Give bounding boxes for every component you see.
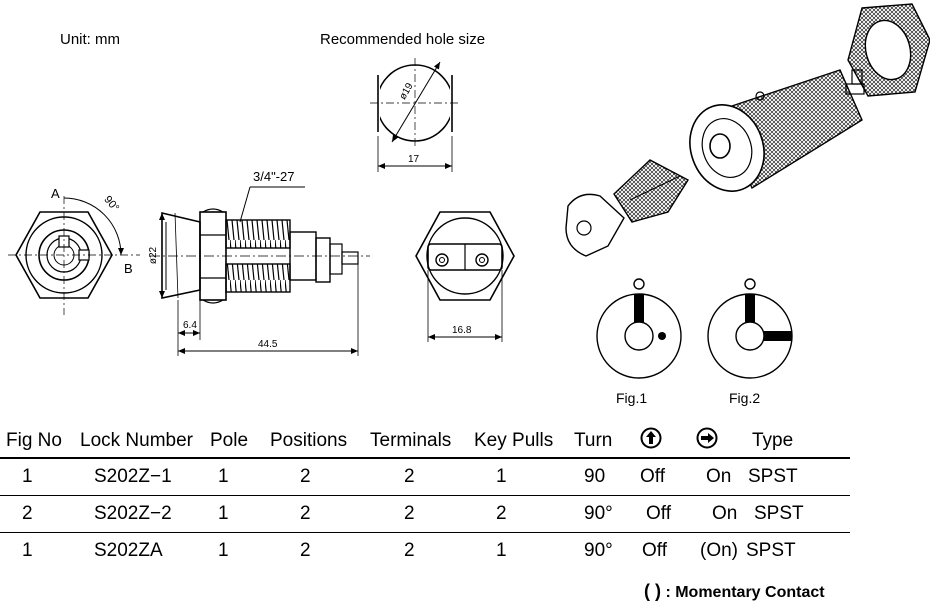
- col-turn: Turn: [568, 424, 634, 459]
- cell-terminals: 2: [364, 458, 468, 496]
- back-view-drawing: [415, 211, 515, 342]
- cell-fig-no: 1: [22, 540, 33, 561]
- cell-positions: 2: [264, 458, 364, 496]
- col-up-arrow: [634, 424, 690, 459]
- cell-terminals: 2: [404, 540, 415, 561]
- recommended-hole-label: Recommended hole size: [320, 31, 486, 48]
- cell-terminals: 2: [364, 495, 468, 533]
- fig1-diagram: [596, 278, 682, 379]
- circle-right-arrow-icon: [696, 427, 718, 448]
- cell-lock-number: S202ZA: [94, 540, 163, 561]
- cell-off: Off: [634, 458, 690, 496]
- col-pole: Pole: [204, 424, 264, 459]
- fig1-label: Fig.1: [616, 390, 648, 406]
- point-b-label: B: [124, 261, 133, 276]
- cell-fig-no: 2: [0, 495, 74, 533]
- cell-pole: 1: [204, 458, 264, 496]
- unit-label: Unit: mm: [60, 31, 120, 48]
- cell-positions: 2: [300, 540, 311, 561]
- cell-turn: 90: [568, 458, 634, 496]
- fig2-label: Fig.2: [729, 390, 761, 406]
- cell-lock-number: S202Z−1: [74, 458, 204, 496]
- hole-size-drawing: [370, 58, 460, 172]
- col-type: Type: [746, 424, 850, 459]
- col-terminals: Terminals: [364, 424, 468, 459]
- table-header-row: Fig No Lock Number Pole Positions Termin…: [0, 424, 850, 459]
- cell-on: (On): [700, 540, 738, 561]
- fig2-diagram: [707, 278, 793, 379]
- cell-type: SPST: [746, 458, 850, 496]
- cell-pole: 1: [204, 495, 264, 533]
- col-right-arrow: [690, 424, 746, 459]
- body-diameter-label: ø22: [148, 246, 160, 265]
- cell-type: SPST: [746, 540, 796, 561]
- col-lock-number: Lock Number: [74, 424, 204, 459]
- side-view-drawing: [150, 186, 370, 356]
- cell-on: On: [690, 458, 746, 496]
- table-row: 1 S202Z−1 1 2 2 1 90 Off On SPST: [0, 458, 850, 496]
- dim-16-8-label: 16.8: [452, 325, 472, 336]
- col-fig-no: Fig No: [0, 424, 74, 459]
- cell-off: Off: [642, 540, 667, 561]
- table-row: 1 S202ZA 1 2 2 1 90° Off (On) SPST: [0, 533, 850, 570]
- circle-up-arrow-icon: [640, 427, 662, 448]
- cell-off: Off: [634, 495, 690, 533]
- cell-lock-number: S202Z−2: [74, 495, 204, 533]
- cell-fig-no: 1: [0, 458, 74, 496]
- cell-type: SPST: [746, 495, 850, 533]
- note-text: : Momentary Contact: [665, 584, 825, 601]
- spec-table: Fig No Lock Number Pole Positions Termin…: [0, 424, 850, 569]
- col-positions: Positions: [264, 424, 364, 459]
- dim-6-4-label: 6.4: [183, 320, 197, 331]
- note-paren: ( ): [644, 581, 661, 601]
- cell-key-pulls: 1: [496, 540, 507, 561]
- technical-drawing: [8, 3, 930, 379]
- cell-positions: 2: [264, 495, 364, 533]
- dim-44-5-label: 44.5: [258, 339, 278, 350]
- cell-turn: 90°: [568, 495, 634, 533]
- cell-turn: 90°: [584, 540, 613, 561]
- momentary-contact-note: ( ) : Momentary Contact: [644, 581, 825, 602]
- cell-on: On: [690, 495, 746, 533]
- point-a-label: A: [51, 186, 60, 201]
- front-view-drawing: [8, 196, 140, 315]
- hole-width-label: 17: [408, 154, 420, 165]
- cell-pole: 1: [218, 540, 229, 561]
- thread-label: 3/4"-27: [253, 169, 295, 184]
- table-row: 2 S202Z−2 1 2 2 2 90° Off On SPST: [0, 495, 850, 533]
- col-key-pulls: Key Pulls: [468, 424, 568, 459]
- product-illustration: [565, 3, 930, 257]
- cell-key-pulls: 1: [468, 458, 568, 496]
- cell-key-pulls: 2: [468, 495, 568, 533]
